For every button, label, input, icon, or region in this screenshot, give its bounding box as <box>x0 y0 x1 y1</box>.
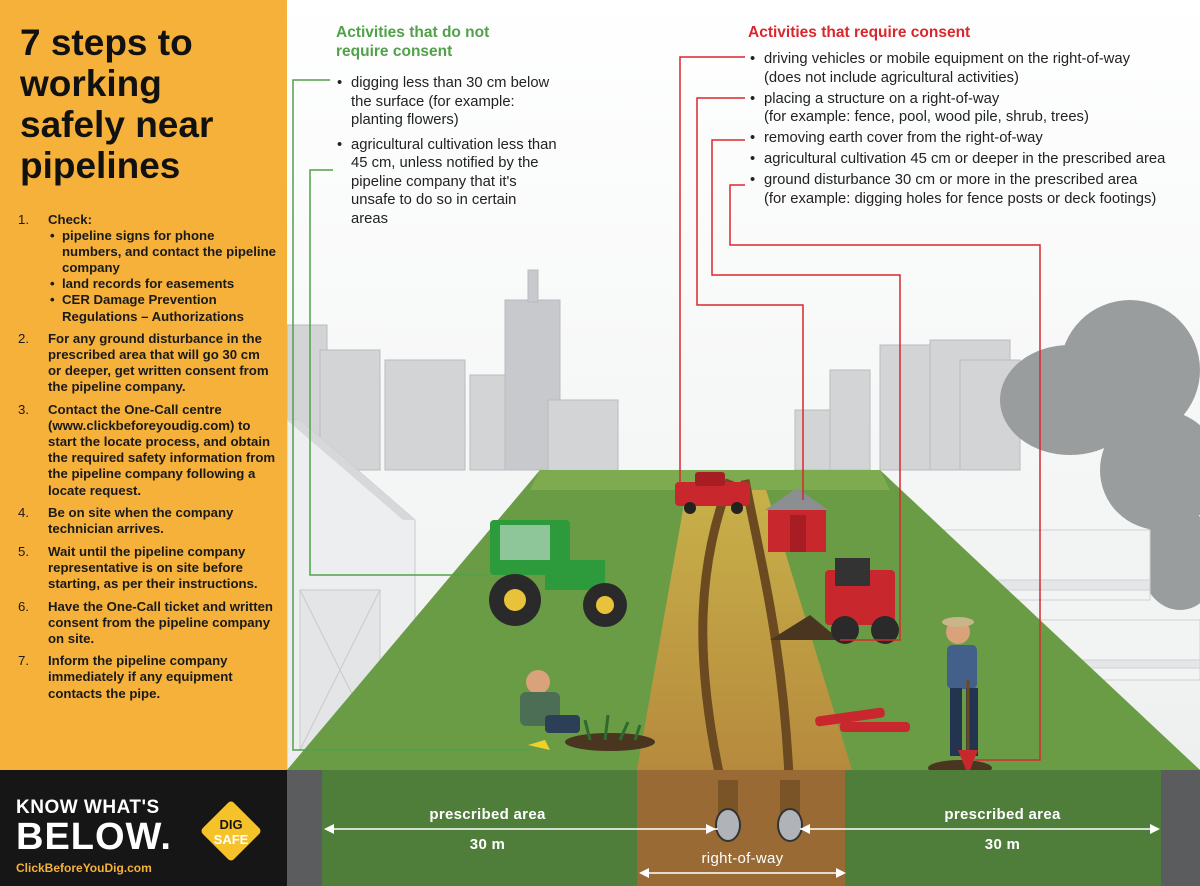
list-item: •digging less than 30 cm below the surfa… <box>337 75 550 128</box>
list-item: •placing a structure on a right-of-way(f… <box>750 90 1089 126</box>
no-consent-heading: Activities that do not require consent <box>336 24 490 60</box>
list-item: •land records for easements <box>50 276 235 292</box>
banner-url: ClickBeforeYouDig.com <box>16 861 152 875</box>
no-consent-list: •digging less than 30 cm below the surfa… <box>337 74 557 234</box>
prescribed-area-right-band <box>845 770 1161 886</box>
step-item: 1. Check: •pipeline signs for phone numb… <box>18 212 276 325</box>
green-leader-lines <box>292 79 530 751</box>
list-item: •agricultural cultivation less than 45 c… <box>337 136 557 227</box>
trees <box>1000 300 1200 610</box>
step-item: 5.Wait until the pipeline company repres… <box>18 543 258 591</box>
step-item: 2.For any ground disturbance in the pres… <box>18 331 269 395</box>
garden-shed <box>765 488 828 552</box>
consent-list: •driving vehicles or mobile equipment on… <box>750 50 1195 211</box>
step-item: 6.Have the One-Call ticket and written c… <box>18 598 273 646</box>
page-title: 7 steps to working safely near pipelines <box>20 22 214 186</box>
pipelines <box>698 478 795 802</box>
city-buildings-left <box>287 269 619 476</box>
gardener-planting <box>520 670 655 751</box>
worker-digging <box>928 617 992 776</box>
tractor <box>489 520 627 627</box>
red-leader-lines <box>679 56 1041 761</box>
list-item: •agricultural cultivation 45 cm or deepe… <box>750 151 1166 167</box>
right-zone-width: 30 m <box>984 836 1021 853</box>
list-item: •pipeline signs for phone numbers, and c… <box>50 228 276 276</box>
pipe-ends <box>715 780 803 842</box>
right-zone-name: prescribed area <box>944 806 1061 823</box>
left-zone-name: prescribed area <box>429 806 546 823</box>
step-item: 4.Be on site when the company technician… <box>18 505 234 537</box>
step-item: 7.Inform the pipeline company immediatel… <box>18 653 233 701</box>
list-item: •removing earth cover from the right-of-… <box>750 130 1043 146</box>
list-item: •driving vehicles or mobile equipment on… <box>750 51 1130 86</box>
list-item: •CER Damage Prevention Regulations – Aut… <box>50 292 244 324</box>
list-item: •ground disturbance 30 cm or more in the… <box>750 172 1157 207</box>
consent-heading: Activities that require consent <box>748 24 971 41</box>
prescribed-area-left-band <box>322 770 638 886</box>
banner-line-2: BELOW. <box>16 816 172 858</box>
logo-text-2: SAFE <box>214 832 249 847</box>
steps-list: 1. Check: •pipeline signs for phone numb… <box>18 212 276 708</box>
left-zone-width: 30 m <box>469 836 506 853</box>
right-of-way-band <box>637 770 845 886</box>
sidebar: 7 steps to working safely near pipelines… <box>0 0 287 886</box>
step-1-bullets: •pipeline signs for phone numbers, and c… <box>48 228 276 325</box>
dimension-arrows <box>324 824 1160 878</box>
right-of-way-label: right-of-way <box>701 850 784 867</box>
step-item: 3.Contact the One-Call centre (www.click… <box>18 402 276 498</box>
dig-safe-logo: DIG SAFE <box>199 799 263 863</box>
right-of-way-strip <box>637 470 852 770</box>
pickup-truck <box>675 472 750 514</box>
banner-line-1: KNOW WHAT'S <box>16 797 160 818</box>
skid-steer-loader <box>770 558 899 644</box>
logo-text-1: DIG <box>219 817 242 832</box>
pipe-sections <box>815 707 910 732</box>
illustration-scene <box>287 0 1200 886</box>
